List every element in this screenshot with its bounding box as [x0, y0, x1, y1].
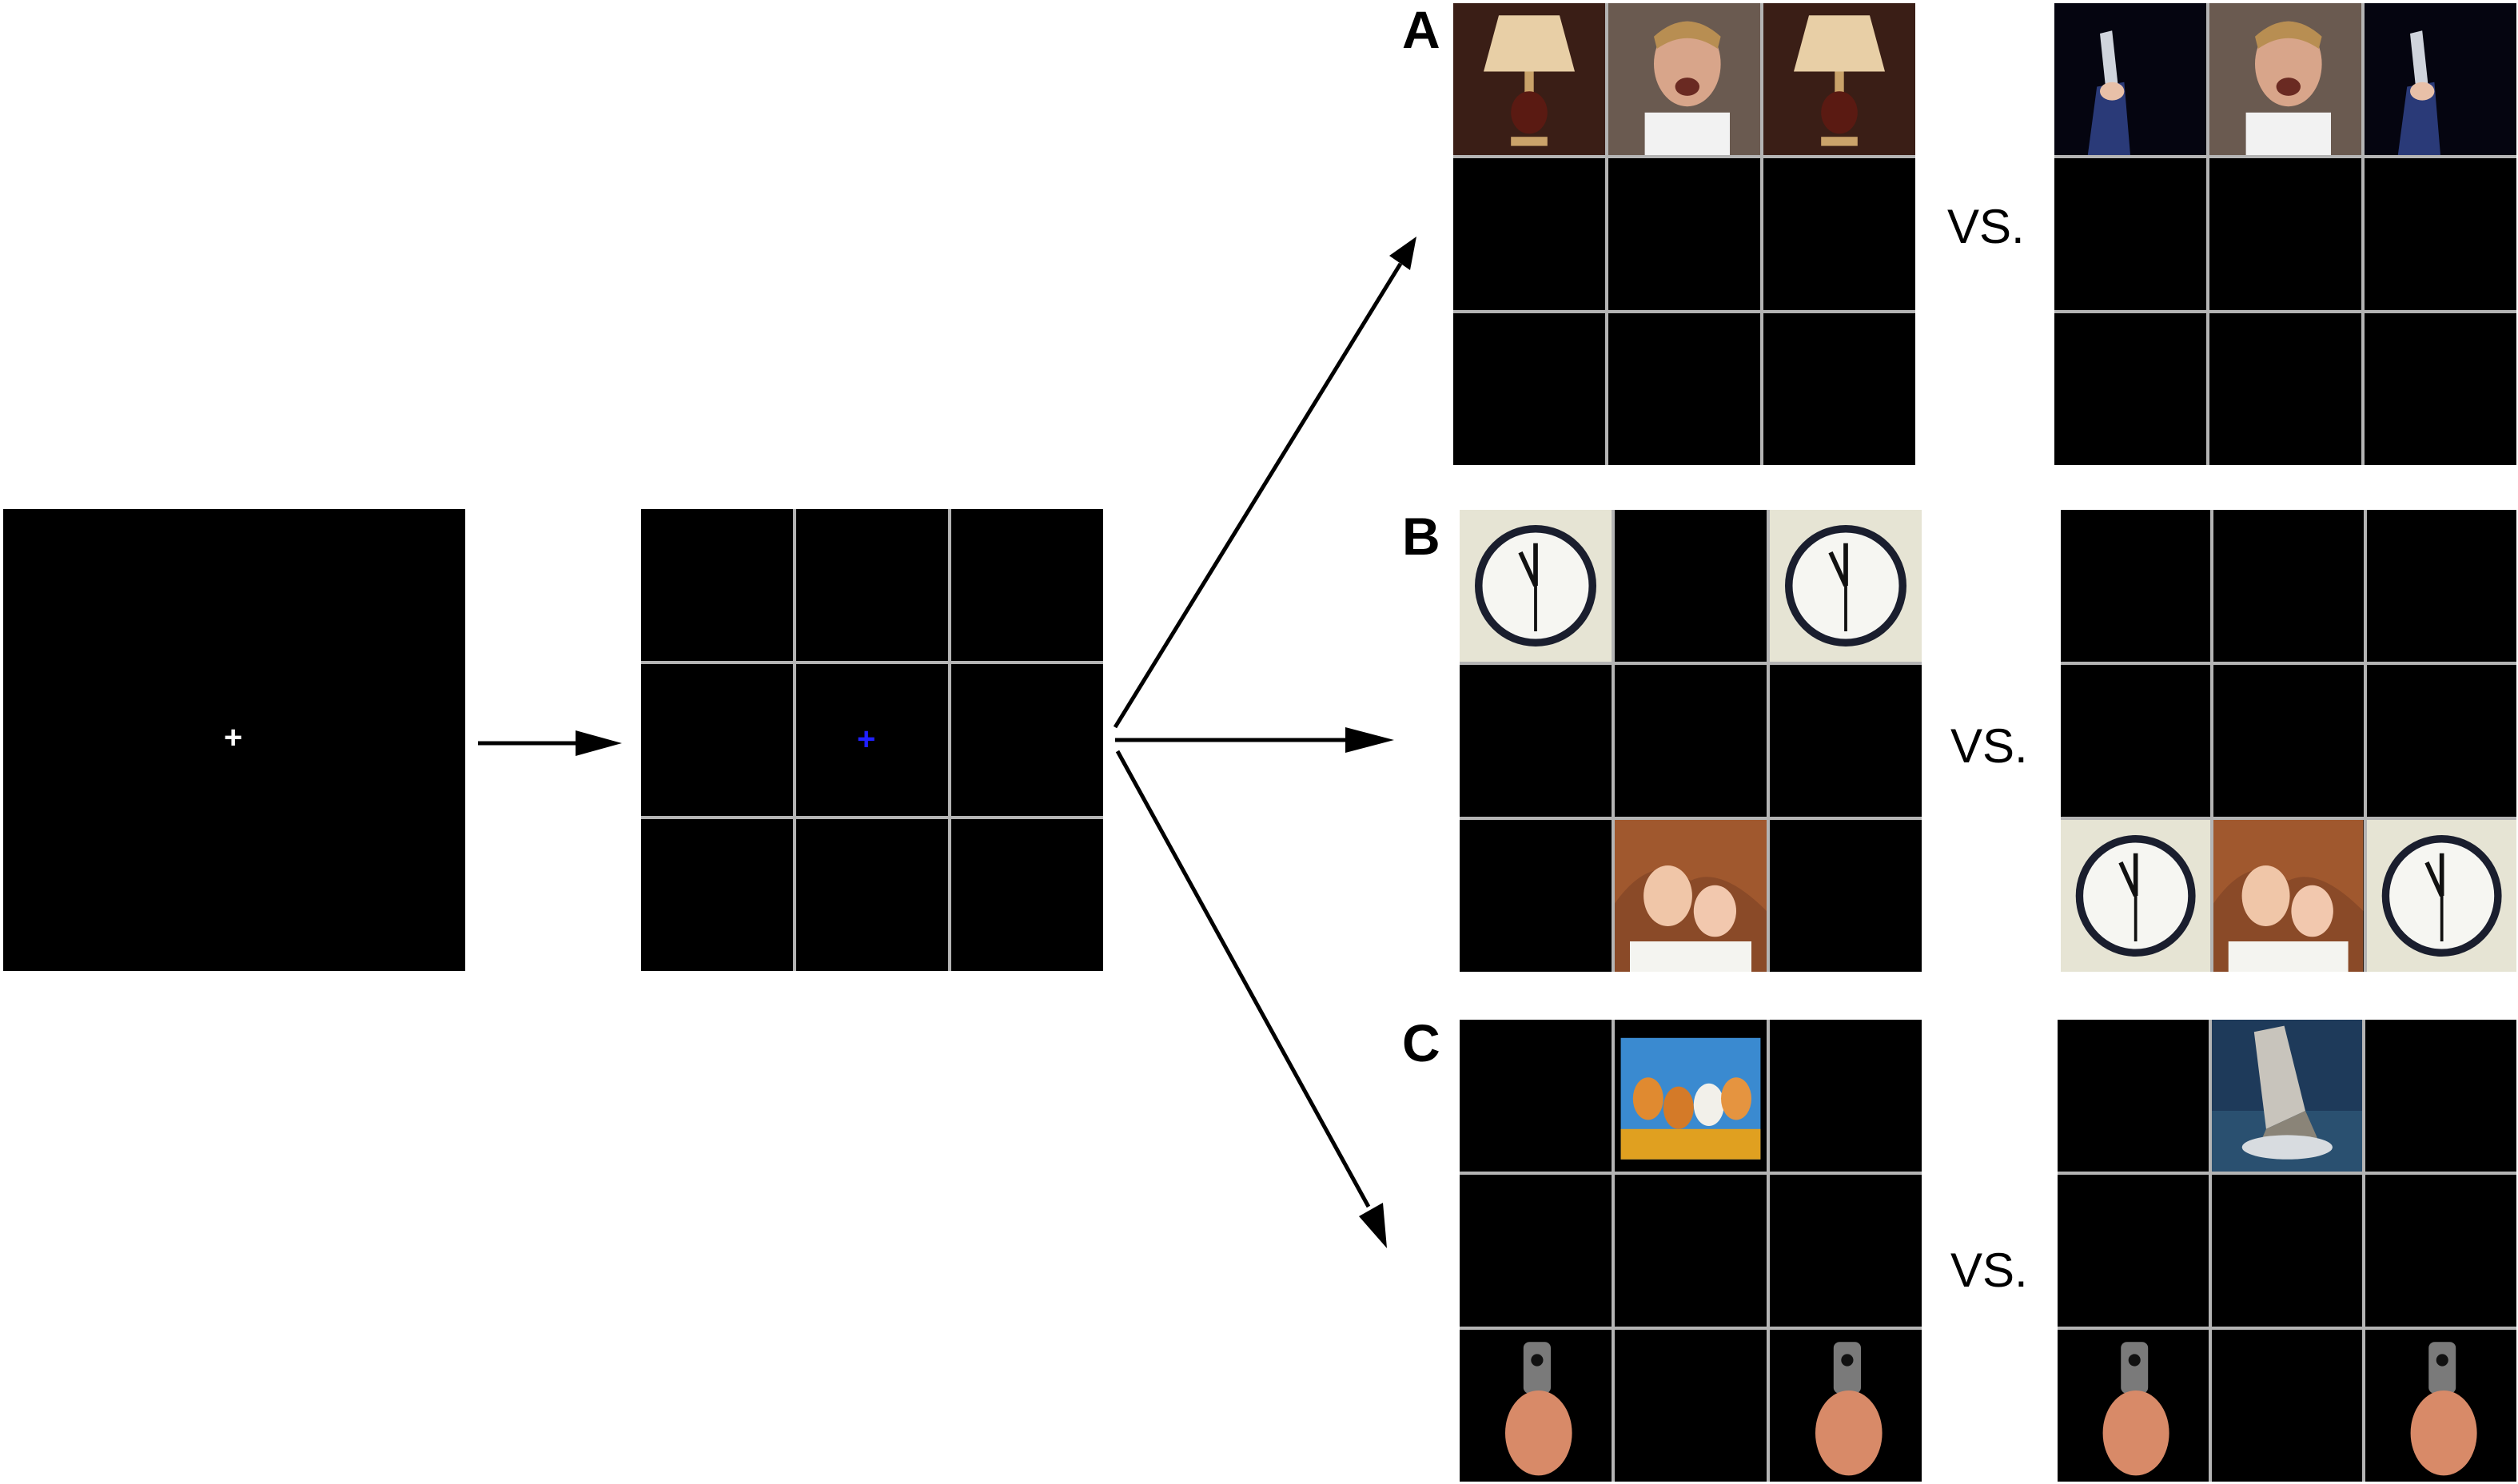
empty-grid-screen: + [641, 509, 1103, 971]
mother-daughter-photo [2213, 820, 2364, 972]
mother-daughter-photo [1615, 820, 1767, 972]
panel-b-right-grid [2061, 510, 2516, 972]
panel-label-a: A [1402, 0, 1440, 59]
vs-label-c: VS. [1950, 1243, 2028, 1297]
lamp-photo [1453, 3, 1605, 155]
knife-photo [2054, 3, 2206, 155]
panel-a-left-grid [1453, 3, 1915, 465]
gun-photo [2058, 1330, 2209, 1482]
sinking-ship-photo [2211, 1020, 2363, 1172]
crying-child-photo [1608, 3, 1760, 155]
lamp-photo [1763, 3, 1915, 155]
panel-a-right-grid [2054, 3, 2516, 465]
clock-photo [2366, 820, 2516, 972]
clock-photo [2061, 820, 2211, 972]
crying-child-photo [2209, 3, 2361, 155]
vs-label-b: VS. [1950, 719, 2028, 773]
arrow-to-grid [478, 730, 622, 756]
gun-photo [2365, 1330, 2516, 1482]
arrow-to-panel-c [1115, 750, 1387, 1248]
gun-photo [1460, 1330, 1612, 1482]
fixation-cross: + [224, 720, 243, 755]
kittens-photo [1615, 1020, 1767, 1172]
knife-photo [2365, 3, 2516, 155]
panel-b-left-grid [1460, 510, 1922, 972]
panel-c-right-grid [2058, 1020, 2516, 1482]
clock-photo [1770, 510, 1922, 662]
panel-label-b: B [1402, 507, 1440, 566]
vs-label-a: VS. [1947, 200, 2025, 253]
fixation-cross-blue: + [857, 722, 876, 757]
fixation-screen: + [3, 509, 465, 971]
arrow-to-panel-b [1115, 727, 1394, 753]
gun-photo [1770, 1330, 1922, 1482]
panel-label-c: C [1402, 1013, 1440, 1072]
panel-c-left-grid [1460, 1020, 1922, 1482]
clock-photo [1460, 510, 1612, 662]
arrow-to-panel-a [1113, 237, 1416, 729]
